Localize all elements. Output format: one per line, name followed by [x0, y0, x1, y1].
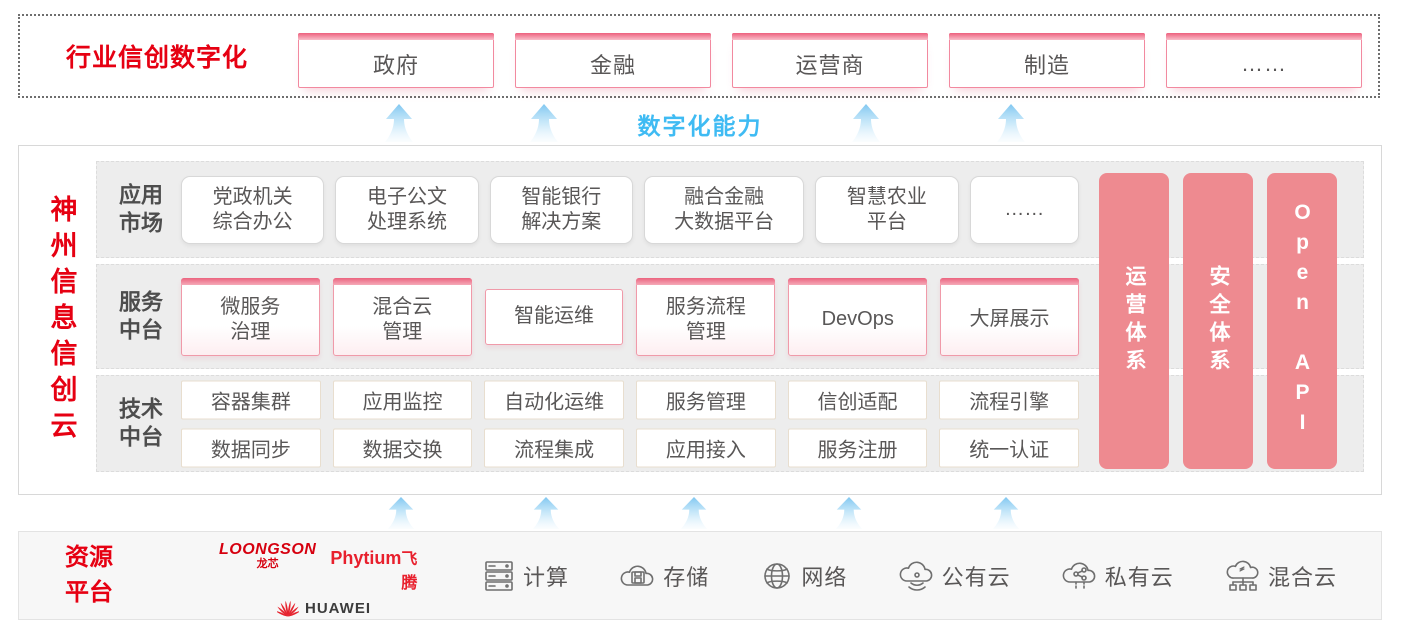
app-box: 电子公文 处理系统: [335, 175, 479, 244]
industry-box-topbar: [732, 33, 928, 40]
platform-title: 神州信息信创云: [46, 195, 77, 447]
app-box: 党政机关 综合办公: [181, 175, 325, 244]
network-icon: [759, 558, 795, 594]
hybrid-cloud-icon: [1224, 559, 1262, 593]
app-market-items: 党政机关 综合办公 电子公文 处理系统 智能银行 解决方案 融合金融 大数据平台…: [181, 162, 1079, 257]
section-label: 技术 中台: [118, 395, 163, 450]
resource-items: 计算 存储 网络: [481, 532, 1337, 619]
service-box: 智能运维: [484, 288, 624, 345]
up-arrow-icon: [833, 497, 865, 534]
up-arrow-icon: [849, 103, 883, 148]
section-app-market: 应用 市场 党政机关 综合办公 电子公文 处理系统 智能银行 解决方案 融合金融…: [96, 161, 1364, 258]
sidebar-open-api: Open API: [1267, 173, 1337, 469]
industry-box-manufacturing: 制造: [949, 33, 1145, 88]
vendor-logos: LOONGSON 龙芯 Phytium 飞腾: [219, 542, 429, 618]
huawei-petal-icon: [277, 600, 299, 617]
up-arrow-icon: [990, 497, 1022, 534]
up-arrow-icon: [530, 497, 562, 534]
service-items: 微服务 治理 混合云 管理 智能运维 服务流程 管理 DevOps 大屏展示: [181, 265, 1079, 368]
industry-banner: 行业信创数字化 政府 金融 运营商 制造 ……: [18, 14, 1380, 98]
app-box: 融合金融 大数据平台: [643, 175, 805, 244]
service-box: 大屏展示: [940, 277, 1079, 356]
tech-box: 应用监控: [332, 380, 473, 419]
tech-box: 数据同步: [181, 428, 321, 467]
tech-box: 统一认证: [939, 428, 1080, 467]
capability-label: 数字化能力: [637, 113, 763, 139]
service-box-topbar: [332, 277, 472, 285]
section-service-platform: 服务 中台 微服务 治理 混合云 管理 智能运维 服务流程 管理 DevOps: [96, 264, 1364, 369]
vendor-row: LOONGSON 龙芯 Phytium 飞腾: [219, 542, 429, 593]
tech-box: 应用接入: [636, 428, 776, 467]
sidebar-operation-system: 运营体系: [1099, 173, 1169, 469]
platform-box: 神州信息信创云 应用 市场 党政机关 综合办公 电子公文 处理系统 智能银行 解…: [18, 145, 1382, 495]
private-cloud-icon: [1061, 559, 1099, 593]
industry-box-topbar: [298, 33, 494, 40]
resource-item-network: 网络: [759, 558, 847, 594]
public-cloud-icon: [898, 559, 936, 593]
sidebar-security-system: 安全体系: [1183, 173, 1253, 469]
service-box-topbar: [788, 277, 928, 285]
tech-box: 数据交换: [332, 428, 473, 467]
tech-items: 容器集群 应用监控 自动化运维 服务管理 信创适配 流程引擎 数据同步 数据交换…: [181, 380, 1080, 467]
industry-box-government: 政府: [298, 33, 494, 88]
phytium-logo: Phytium 飞腾: [330, 548, 418, 592]
huawei-logo: HUAWEI: [277, 600, 371, 617]
service-box-topbar: [940, 277, 1079, 285]
industry-box-topbar: [515, 33, 711, 40]
service-box: 服务流程 管理: [636, 277, 776, 356]
resource-item-public-cloud: 公有云: [898, 559, 1011, 593]
up-arrow-icon: [678, 497, 710, 534]
app-box: 智慧农业 平台: [815, 175, 959, 244]
resource-item-private-cloud: 私有云: [1061, 559, 1174, 593]
industry-box-topbar: [1166, 33, 1362, 40]
up-arrow-icon: [527, 103, 561, 148]
service-box: DevOps: [788, 277, 928, 356]
section-label: 应用 市场: [118, 181, 163, 236]
resource-item-hybrid-cloud: 混合云: [1224, 559, 1337, 593]
loongson-logo: LOONGSON 龙芯: [219, 541, 317, 570]
service-box: 混合云 管理: [332, 277, 472, 356]
tech-box: 流程引擎: [939, 380, 1080, 419]
industry-box-finance: 金融: [515, 33, 711, 88]
app-box: 智能银行 解决方案: [489, 175, 633, 244]
tech-box: 信创适配: [787, 380, 928, 419]
resource-item-compute: 计算: [481, 558, 569, 594]
industry-box-topbar: [949, 33, 1145, 40]
up-arrow-icon: [382, 103, 416, 148]
industry-box-carrier: 运营商: [732, 33, 928, 88]
up-arrow-icon: [994, 103, 1028, 148]
tech-box: 自动化运维: [484, 380, 625, 419]
app-box-more: ……: [969, 175, 1079, 244]
tech-box: 服务管理: [636, 380, 776, 419]
banner-title: 行业信创数字化: [66, 44, 249, 72]
resource-item-storage: 存储: [619, 559, 709, 593]
service-box-topbar: [636, 277, 776, 285]
tech-row-1: 容器集群 应用监控 自动化运维 服务管理 信创适配 流程引擎: [181, 380, 1080, 419]
tech-row-2: 数据同步 数据交换 流程集成 应用接入 服务注册 统一认证: [181, 428, 1080, 467]
compute-icon: [481, 558, 517, 594]
section-tech-platform: 技术 中台 容器集群 应用监控 自动化运维 服务管理 信创适配 流程引擎 数据同…: [96, 375, 1364, 472]
tech-box: 容器集群: [181, 380, 321, 419]
section-label: 服务 中台: [118, 288, 163, 343]
storage-icon: [619, 559, 657, 593]
resource-platform-box: 资源 平台 LOONGSON 龙芯 Phytium 飞腾: [18, 531, 1382, 620]
up-arrow-icon: [385, 497, 417, 534]
service-box-topbar: [181, 277, 320, 285]
industry-row: 政府 金融 运营商 制造 ……: [298, 33, 1362, 88]
tech-box: 服务注册: [787, 428, 928, 467]
service-box: 微服务 治理: [181, 277, 320, 356]
resource-title: 资源 平台: [65, 543, 113, 606]
industry-box-more: ……: [1166, 33, 1362, 88]
tech-box: 流程集成: [484, 428, 625, 467]
